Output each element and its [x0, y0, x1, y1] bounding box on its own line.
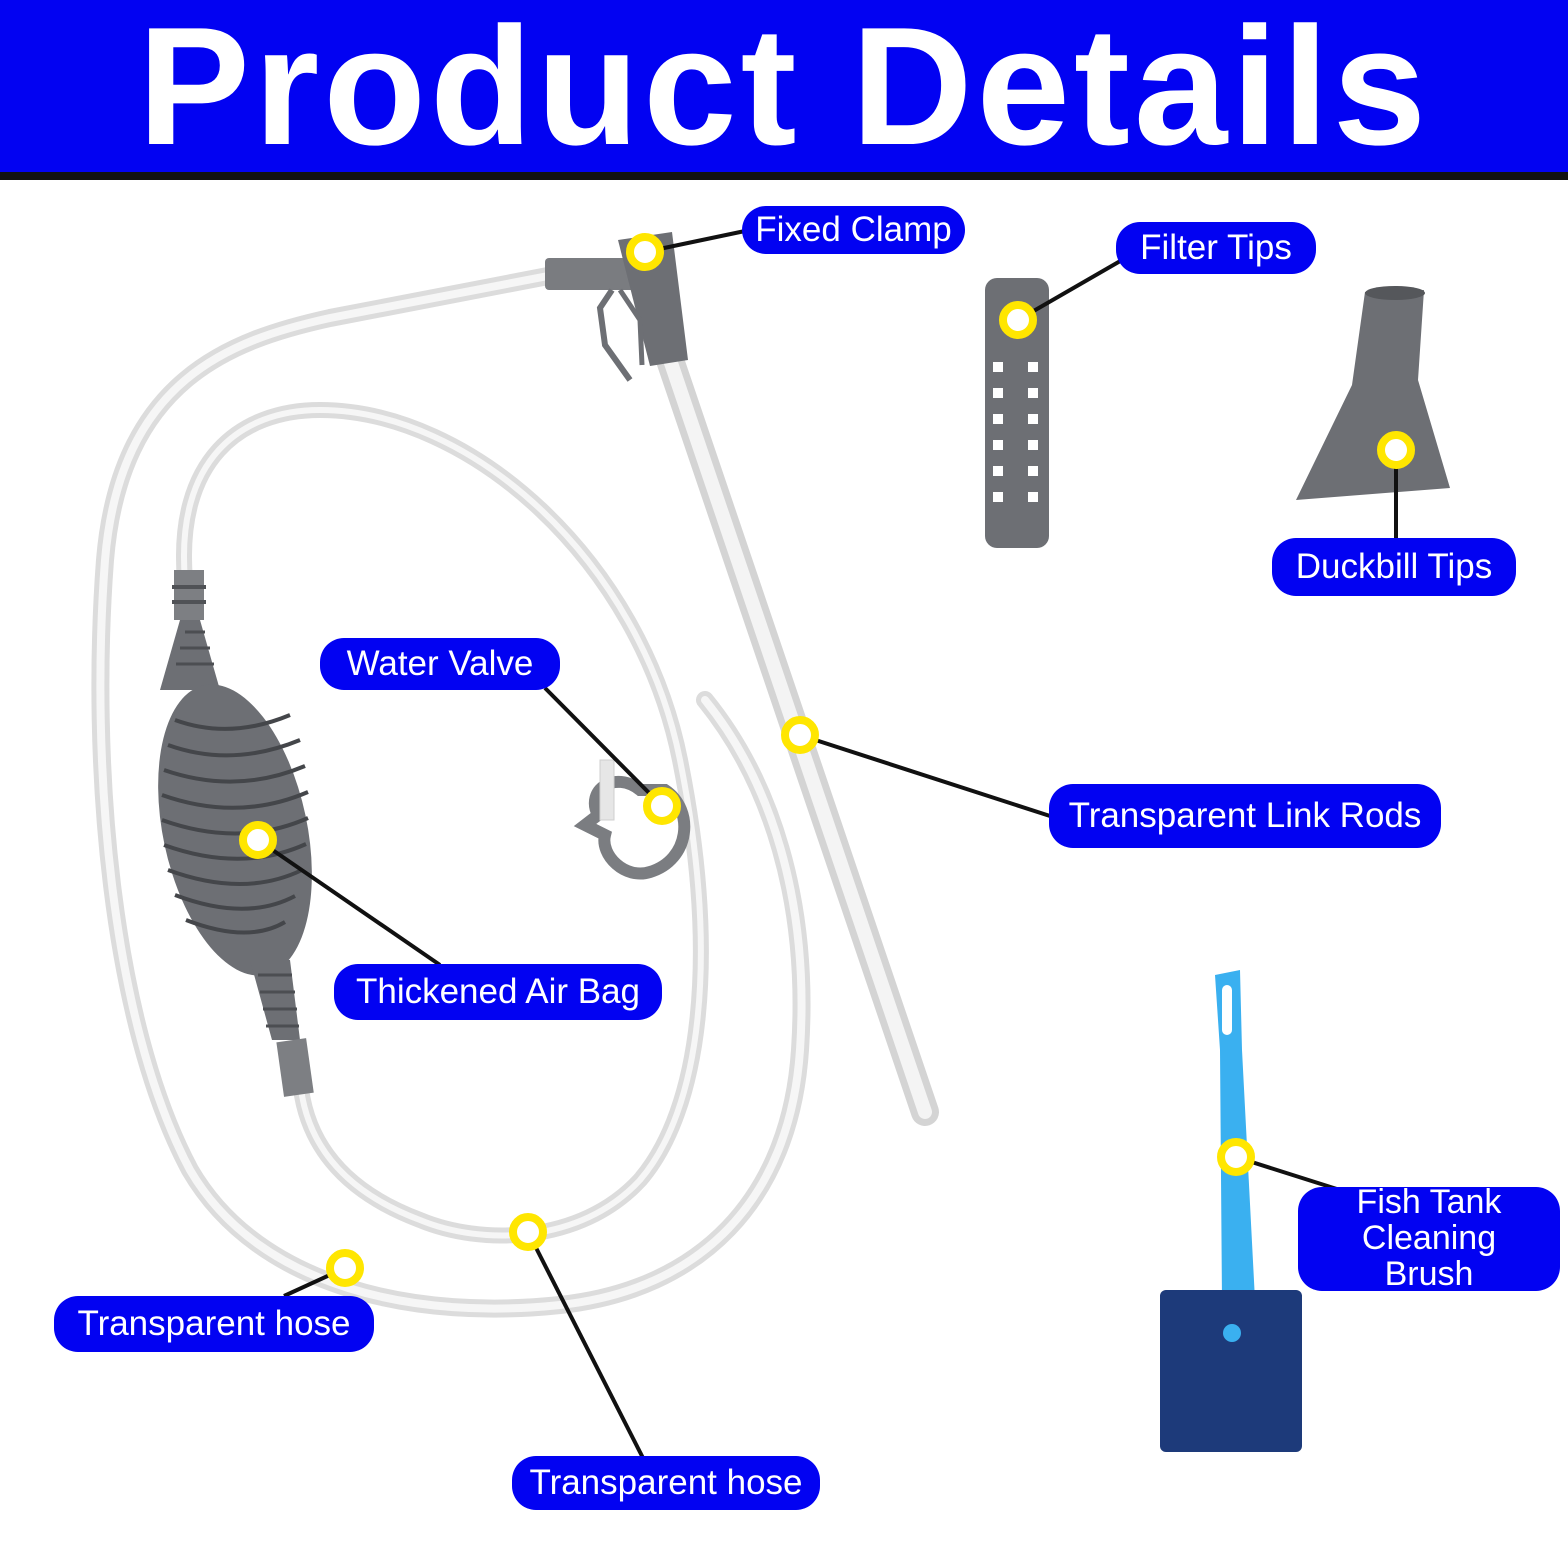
water-valve-marker — [643, 787, 681, 825]
filter-tips-leader — [1017, 258, 1123, 322]
link-rods-marker — [781, 716, 819, 754]
transparent-hose-outer-label: Transparent hose — [54, 1296, 374, 1352]
transparent-hose-inner-label: Transparent hose — [512, 1456, 820, 1510]
air-bag-marker — [239, 821, 277, 859]
thickened-air-bag-label: Thickened Air Bag — [334, 964, 662, 1020]
filter-tips-marker — [999, 301, 1037, 339]
link-rods-leader — [799, 733, 1051, 818]
page-title: Product Details — [137, 0, 1431, 180]
duckbill-tips-label: Duckbill Tips — [1272, 538, 1516, 596]
transparent-link-rods-label: Transparent Link Rods — [1049, 784, 1441, 848]
header-divider — [0, 172, 1568, 180]
cleaning-brush-image — [1160, 970, 1302, 1452]
water-valve-leader — [543, 686, 664, 808]
filter-tips-label: Filter Tips — [1116, 222, 1316, 274]
outer-hose-marker — [326, 1249, 364, 1287]
water-valve-label: Water Valve — [320, 638, 560, 690]
fixed-clamp-image — [545, 232, 688, 382]
air-bag-leader — [256, 838, 442, 967]
header-banner: Product Details — [0, 0, 1568, 172]
air-bag-image — [158, 570, 314, 1097]
duckbill-tips-marker — [1377, 431, 1415, 469]
cleaning-brush-label: Fish Tank Cleaning Brush — [1298, 1185, 1560, 1292]
fixed-clamp-label: Fixed Clamp — [742, 206, 965, 254]
brush-marker — [1217, 1138, 1255, 1176]
inner-hose-leader — [526, 1231, 645, 1459]
filter-tip-image — [985, 278, 1049, 548]
water-valve-image — [573, 759, 691, 880]
duckbill-tip-image — [1296, 286, 1450, 500]
fixed-clamp-marker — [626, 233, 664, 271]
inner-hose-marker — [509, 1213, 547, 1251]
